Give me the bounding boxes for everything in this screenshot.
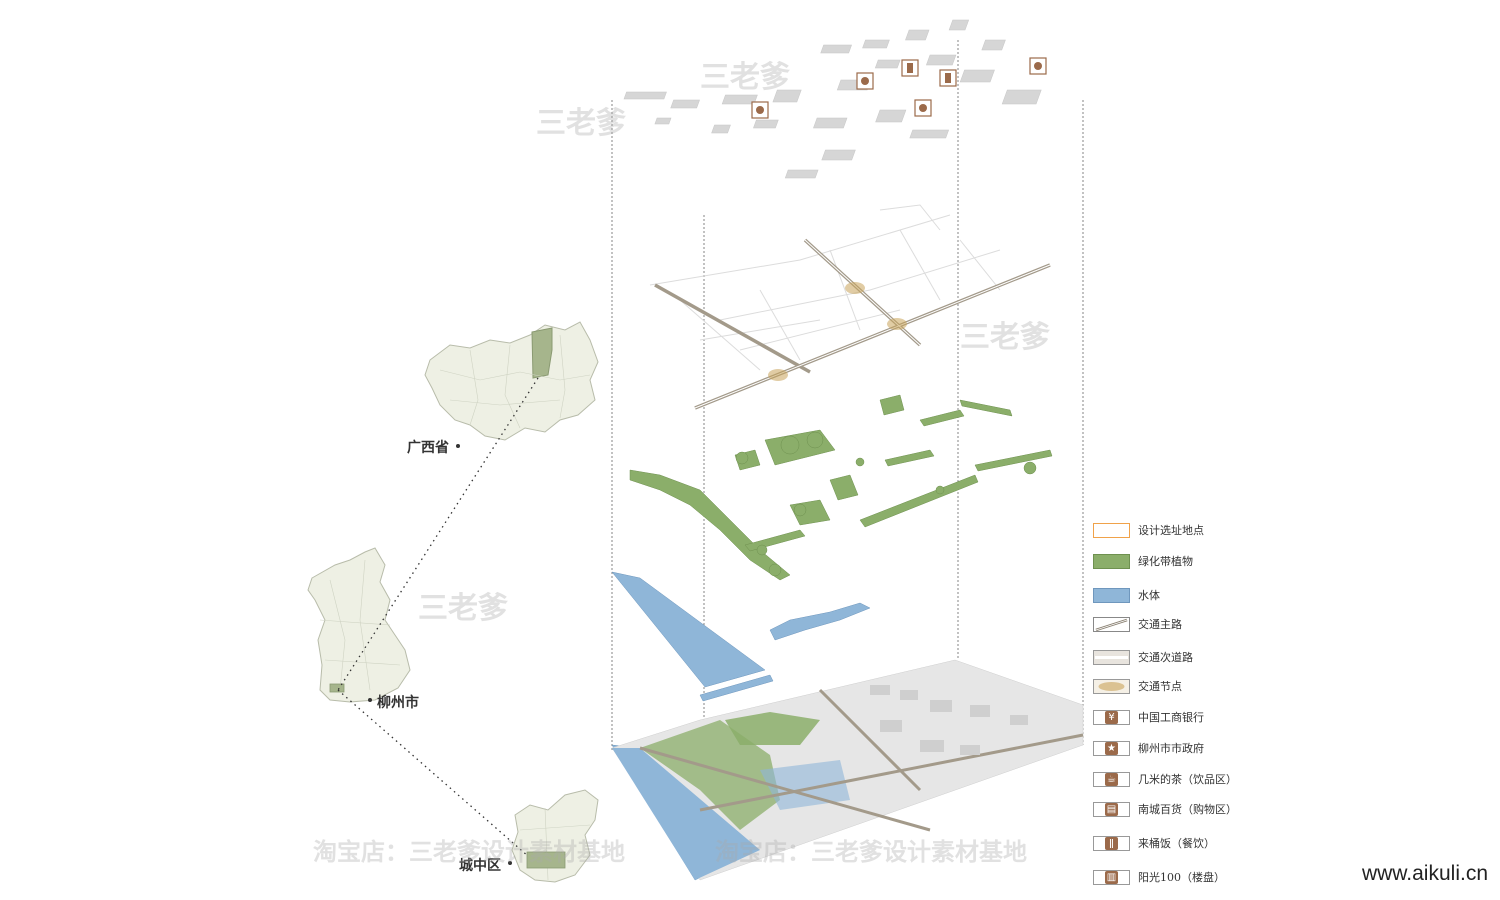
poi-icons xyxy=(751,57,1047,119)
legend-item: ☕ 几米的茶（饮品区） xyxy=(1093,770,1237,788)
buildings-layer xyxy=(623,19,1042,179)
legend-label: 绿化带植物 xyxy=(1138,555,1193,568)
vertical-guides xyxy=(611,40,1084,875)
sub-road-swatch xyxy=(1093,649,1130,665)
watermark-3: 三老爹 xyxy=(960,320,1050,355)
site-swatch xyxy=(1093,522,1130,538)
legend-item: ¥ 中国工商银行 xyxy=(1093,708,1204,726)
legend-item: 交通主路 xyxy=(1093,615,1182,633)
traffic-nodes xyxy=(768,282,907,381)
star-icon: ★ xyxy=(1093,740,1130,756)
chengzhong-highlight xyxy=(329,683,345,693)
legend-label: 来桶饭（餐饮） xyxy=(1138,837,1215,850)
roads-layer xyxy=(649,204,1051,410)
connector-lines xyxy=(337,377,539,857)
chengzhong-district-map xyxy=(511,789,599,883)
legend-label: 水体 xyxy=(1138,589,1160,602)
district-label: 城中区 xyxy=(459,858,501,874)
legend-label: 设计选址地点 xyxy=(1138,524,1204,537)
cup-icon: ☕ xyxy=(1093,771,1130,787)
legend-item: 水体 xyxy=(1093,586,1160,604)
shop-icon: ▤ xyxy=(1093,801,1130,817)
legend-item: ▤ 南城百货（购物区） xyxy=(1093,800,1237,818)
legend-label: 交通次道路 xyxy=(1138,651,1193,664)
legend-item: 交通次道路 xyxy=(1093,648,1193,666)
building-icon: ▥ xyxy=(1093,869,1130,885)
composite-base-layer xyxy=(611,659,1084,881)
legend-label: 交通节点 xyxy=(1138,680,1182,693)
legend-item: ▥ 阳光100（楼盘） xyxy=(1093,868,1225,886)
site-highlight xyxy=(526,851,566,869)
legend-label: 柳州市市政府 xyxy=(1138,742,1204,755)
watermark-1: 三老爹 xyxy=(700,60,790,95)
province-label: 广西省 xyxy=(407,440,449,456)
liuzhou-city-map xyxy=(307,547,411,703)
legend-label: 几米的茶（饮品区） xyxy=(1138,773,1237,786)
legend-item: ★ 柳州市市政府 xyxy=(1093,739,1204,757)
legend-item: 交通节点 xyxy=(1093,677,1182,695)
legend-label: 交通主路 xyxy=(1138,618,1182,631)
water-swatch xyxy=(1093,587,1130,603)
utensils-icon: ǁ xyxy=(1093,835,1130,851)
green-swatch xyxy=(1093,553,1130,569)
watermark-2: 三老爹 xyxy=(536,106,626,141)
legend-item: 绿化带植物 xyxy=(1093,552,1193,570)
main-road-swatch xyxy=(1093,616,1130,632)
legend-item: ǁ 来桶饭（餐饮） xyxy=(1093,834,1215,852)
liuzhou-highlight xyxy=(531,327,553,379)
node-swatch xyxy=(1093,678,1130,694)
guangxi-province-map xyxy=(424,321,599,441)
legend-label: 中国工商银行 xyxy=(1138,711,1204,724)
watermark-6: 淘宝店：三老爹设计素材基地 xyxy=(715,838,1027,866)
legend-item: 设计选址地点 xyxy=(1093,521,1204,539)
footer-url: www.aikuli.cn xyxy=(1361,862,1488,885)
legend-label: 阳光100（楼盘） xyxy=(1138,871,1225,884)
watermark-4: 三老爹 xyxy=(418,591,508,626)
bank-icon: ¥ xyxy=(1093,709,1130,725)
greenery-layer xyxy=(629,394,1053,581)
watermark-5: 淘宝店：三老爹设计素材基地 xyxy=(313,838,625,866)
legend-label: 南城百货（购物区） xyxy=(1138,803,1237,816)
city-label: 柳州市 xyxy=(377,695,419,711)
